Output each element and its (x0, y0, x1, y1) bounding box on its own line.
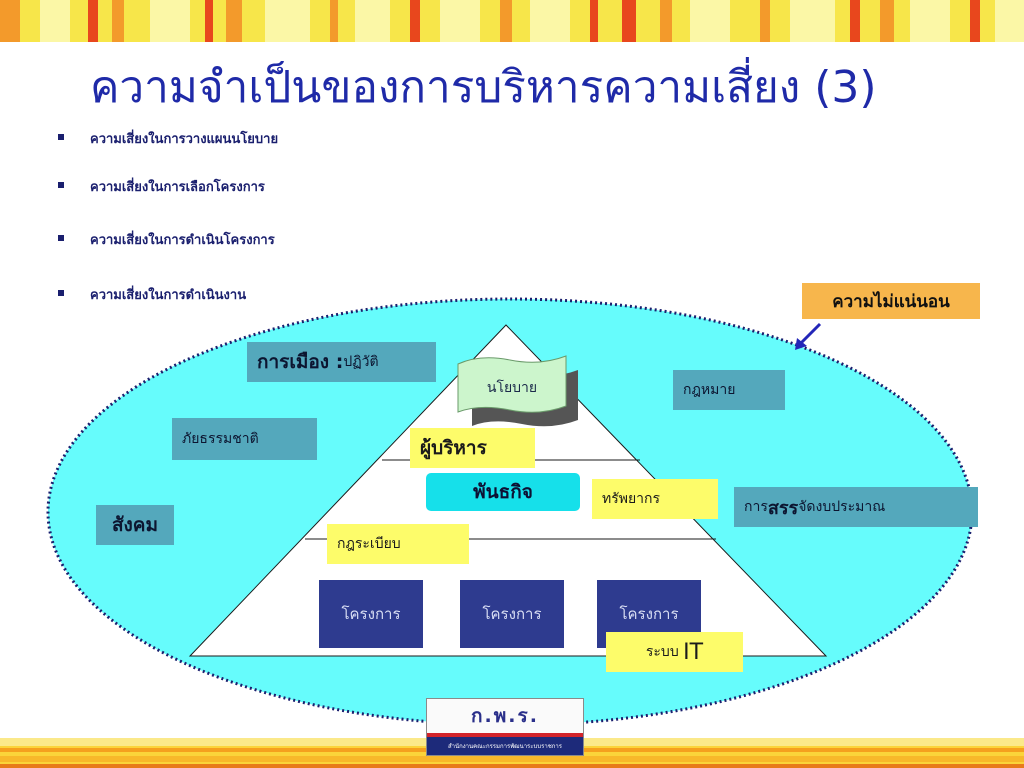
mission-box: พันธกิจ (426, 473, 580, 511)
law-box: กฎหมาย (673, 370, 785, 410)
uncertainty-label: ความไม่แน่นอน (802, 283, 980, 319)
regulations-box: กฎระเบียบ (327, 524, 469, 564)
bullet-square-icon (58, 290, 64, 296)
opdc-logo: ก.พ.ร. สำนักงานคณะกรรมการพัฒนาระบบราชการ (426, 698, 584, 756)
society-box: สังคม (96, 505, 174, 545)
slide-title: ความจำเป็นของการบริหารความเสี่ยง (3) (90, 62, 877, 113)
it-system-box: ระบบ IT (606, 632, 743, 672)
logo-text: ก.พ.ร. (471, 705, 539, 727)
logo-subtitle: สำนักงานคณะกรรมการพัฒนาระบบราชการ (427, 733, 583, 755)
bullet-square-icon (58, 235, 64, 241)
executive-box: ผู้บริหาร (410, 428, 535, 468)
natural-disaster-box: ภัยธรรมชาติ (172, 418, 317, 460)
project-box: โครงการ (460, 580, 564, 648)
policy-label: นโยบาย (486, 380, 538, 396)
bullet-square-icon (58, 182, 64, 188)
arrow-icon (795, 322, 822, 350)
politics-box: การเมือง : ปฏิวัติ (247, 342, 436, 382)
resources-box: ทรัพยากร (592, 479, 718, 519)
bullet-square-icon (58, 134, 64, 140)
budget-allocation-box: การสรรจัดงบประมาณ (734, 487, 978, 527)
project-box: โครงการ (319, 580, 423, 648)
top-decorative-stripe (0, 0, 1024, 42)
policy-scroll-icon (457, 355, 578, 427)
